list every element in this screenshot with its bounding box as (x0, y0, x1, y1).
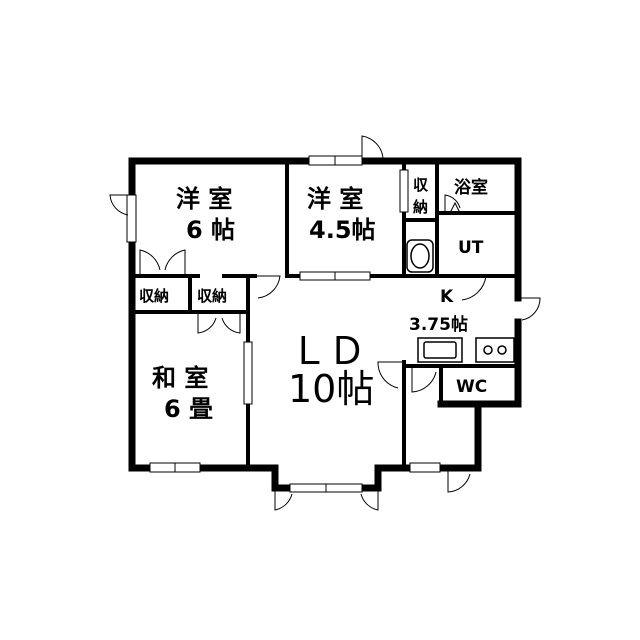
stove (475, 337, 515, 363)
ld-name: ＬＤ (290, 329, 366, 373)
western2-size: 4.5帖 (309, 216, 376, 244)
wc-label: WC (456, 377, 487, 397)
kitchen-name: K (440, 287, 454, 307)
ld-size: 10帖 (288, 367, 374, 411)
western1-name: 洋 室 (176, 185, 232, 213)
closet-left2: 収納 (197, 287, 227, 305)
windows (126, 155, 441, 493)
western2-name: 洋 室 (307, 185, 363, 213)
western1-size: 6 帖 (186, 216, 235, 244)
fixtures (406, 201, 515, 363)
closet-top-line2: 納 (413, 198, 428, 216)
doors (109, 135, 541, 511)
ut-label: UT (458, 238, 484, 258)
room-labels: 洋 室 6 帖 洋 室 4.5帖 収 納 浴室 UT 収納 収納 K 3.75帖… (139, 176, 488, 423)
kitchen-size: 3.75帖 (409, 314, 468, 335)
japanese-size: 6 畳 (164, 395, 213, 423)
closet-top-line1: 収 (413, 176, 429, 194)
outer-walls (128, 157, 522, 492)
closet-left1: 収納 (139, 287, 169, 305)
bath-label: 浴室 (454, 177, 488, 198)
japanese-name: 和 室 (152, 364, 208, 392)
